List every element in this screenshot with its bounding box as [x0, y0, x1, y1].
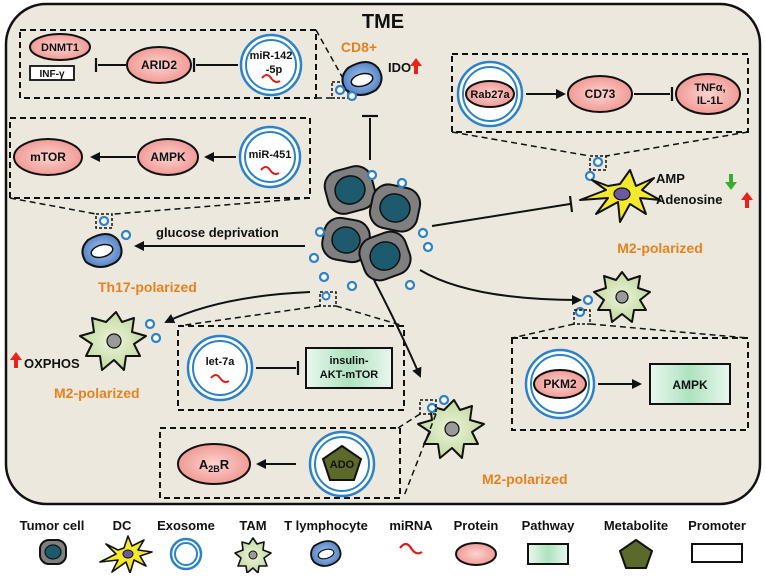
- box-pkm2: PKM2 AMPK: [511, 337, 749, 431]
- legend-tlymph: T lymphocyte: [284, 518, 368, 533]
- exosome-dot: [346, 90, 358, 102]
- label-mir451: miR-451: [249, 149, 292, 161]
- promoter-infg: [29, 65, 75, 81]
- arrow-down-icon: [725, 174, 737, 190]
- arrow-up-icon: [10, 352, 22, 368]
- label-a2br: A2BR: [199, 457, 230, 474]
- cd8-tcell: CD8+ IDO: [334, 39, 422, 102]
- legend-tam-icon: [234, 537, 272, 574]
- label-mir142-a: miR-142: [250, 50, 293, 62]
- tam-right: [574, 271, 651, 323]
- legend-tumor-icon: [39, 539, 67, 565]
- label-il1l: IL-1L: [697, 95, 724, 107]
- box-let7a: let-7a insulin- AKT-mTOR: [177, 325, 405, 411]
- legend-metabolite-icon: [618, 538, 654, 569]
- mirna-icon: [261, 74, 281, 83]
- protein-mtor: [13, 138, 83, 176]
- legend-exosome-icon: [169, 537, 203, 571]
- th17-cell: Th17-polarized: [81, 215, 197, 295]
- label-infg: INF-γ: [40, 69, 65, 80]
- tme-title: TME: [362, 11, 404, 33]
- label-insulin-b: AKT-mTOR: [320, 369, 379, 381]
- legend-pathway: Pathway: [522, 518, 576, 533]
- label-let7a: let-7a: [206, 356, 236, 368]
- pathway-ampk: [649, 363, 731, 405]
- label-dc-m2: M2-polarized: [617, 240, 703, 256]
- label-oxphos: OXPHOS: [24, 356, 80, 371]
- pathway-insulin: [305, 347, 393, 389]
- metabolite-ado: [321, 444, 363, 481]
- protein-tnfa: [675, 73, 741, 115]
- legend-metabolite: Metabolite: [604, 518, 668, 533]
- legend-protein-icon: [455, 542, 497, 566]
- label-insulin-a: insulin-: [329, 355, 368, 367]
- label-ido: IDO: [388, 60, 411, 75]
- label-cd8: CD8+: [341, 39, 377, 55]
- box-ado: A2BR ADO: [159, 427, 401, 499]
- label-tnfa: TNFα,: [694, 82, 725, 94]
- label-glucose: glucose deprivation: [156, 225, 279, 240]
- exosome-dot: [334, 84, 346, 96]
- label-pkm2: PKM2: [543, 377, 577, 391]
- arrow-up-icon: [410, 58, 422, 74]
- box-rab27a: Rab27a CD73 TNFα, IL-1L: [451, 53, 749, 133]
- label-mir142-b: -5p: [266, 64, 283, 76]
- legend-promoter: Promoter: [688, 518, 746, 533]
- tam-left: OXPHOS M2-polarized: [10, 311, 162, 401]
- arrow-up-icon: [741, 192, 753, 208]
- legend-mirna-icon: [399, 542, 423, 555]
- legend-exosome: Exosome: [157, 518, 215, 533]
- label-pathway-ampk: AMPK: [672, 378, 708, 392]
- label-tam-left-m2: M2-polarized: [54, 385, 140, 401]
- legend-promoter-icon: [691, 543, 743, 563]
- box-mir451: mTOR AMPK miR-451: [9, 117, 311, 199]
- label-dnmt1: DNMT1: [41, 42, 79, 54]
- legend: Tumor cell DC Exosome TAM T lymphocyte m…: [20, 518, 746, 574]
- box-mir142: DNMT1 INF-γ ARID2 miR-142 -5p: [19, 29, 317, 99]
- label-amp: AMP: [656, 171, 685, 186]
- label-cd73: CD73: [585, 87, 616, 101]
- legend-dc-icon: [99, 535, 153, 574]
- legend-dc: DC: [113, 518, 132, 533]
- label-th17: Th17-polarized: [98, 279, 197, 295]
- legend-tumor: Tumor cell: [20, 518, 85, 533]
- legend-tam: TAM: [239, 518, 266, 533]
- protein-cd73: [567, 75, 633, 113]
- protein-a2br: [177, 443, 251, 485]
- legend-protein: Protein: [454, 518, 499, 533]
- protein-ampk: [137, 138, 199, 176]
- protein-dnmt1: [29, 33, 91, 61]
- legend-mirna: miRNA: [389, 518, 433, 533]
- label-mtor: mTOR: [30, 150, 66, 164]
- label-arid2: ARID2: [141, 58, 177, 72]
- legend-pathway-icon: [527, 543, 569, 565]
- label-tam-bottom-m2: M2-polarized: [482, 471, 568, 487]
- label-adenosine: Adenosine: [656, 192, 722, 207]
- legend-tlymph-icon: [310, 540, 342, 567]
- label-ado: ADO: [330, 459, 355, 471]
- protein-arid2: [126, 46, 192, 84]
- label-ampk: AMPK: [150, 150, 186, 164]
- dc-cell: AMP Adenosine M2-polarized: [579, 156, 753, 256]
- tumor-cluster: [308, 165, 434, 292]
- label-rab27a: Rab27a: [470, 89, 510, 101]
